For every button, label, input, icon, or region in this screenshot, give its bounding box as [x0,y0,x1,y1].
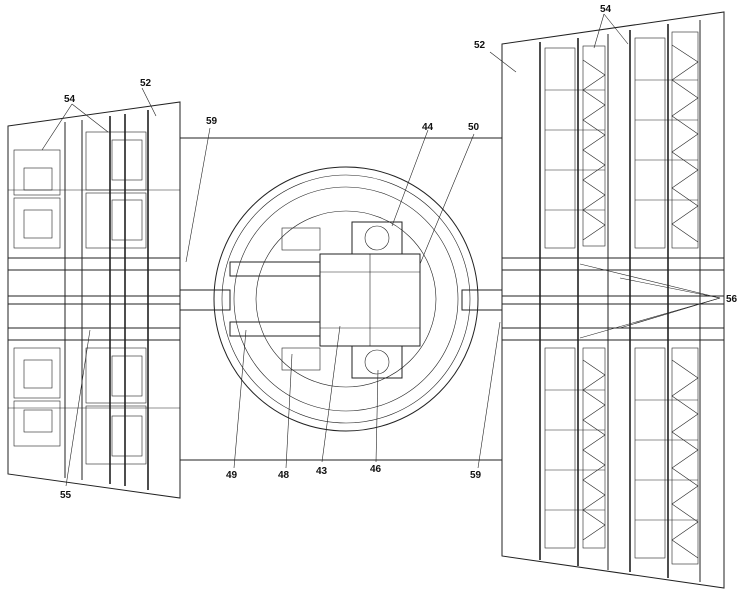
ref-54-right: 54 [600,4,612,15]
ref-54-left: 54 [64,94,76,105]
ref-49: 49 [226,470,238,481]
central-base-plate [179,137,503,461]
ref-52-left: 52 [140,78,152,89]
ref-59-bottom: 59 [470,470,482,481]
right-solar-panel [501,11,725,589]
leader-lines [41,13,721,487]
ref-55: 55 [60,490,72,501]
top-module [351,221,403,255]
ref-48: 48 [278,470,290,481]
ref-46: 46 [370,464,382,475]
ref-52-right: 52 [474,40,486,51]
right-panel-structure [502,20,724,582]
ref-44: 44 [422,122,434,133]
ref-50: 50 [468,122,480,133]
left-panel-structure [8,110,180,490]
ref-59-top: 59 [206,116,218,127]
bottom-module [351,345,403,379]
ref-56: 56 [726,294,738,305]
ref-43: 43 [316,466,328,477]
turntable [179,166,503,432]
left-solar-panel [7,101,181,499]
